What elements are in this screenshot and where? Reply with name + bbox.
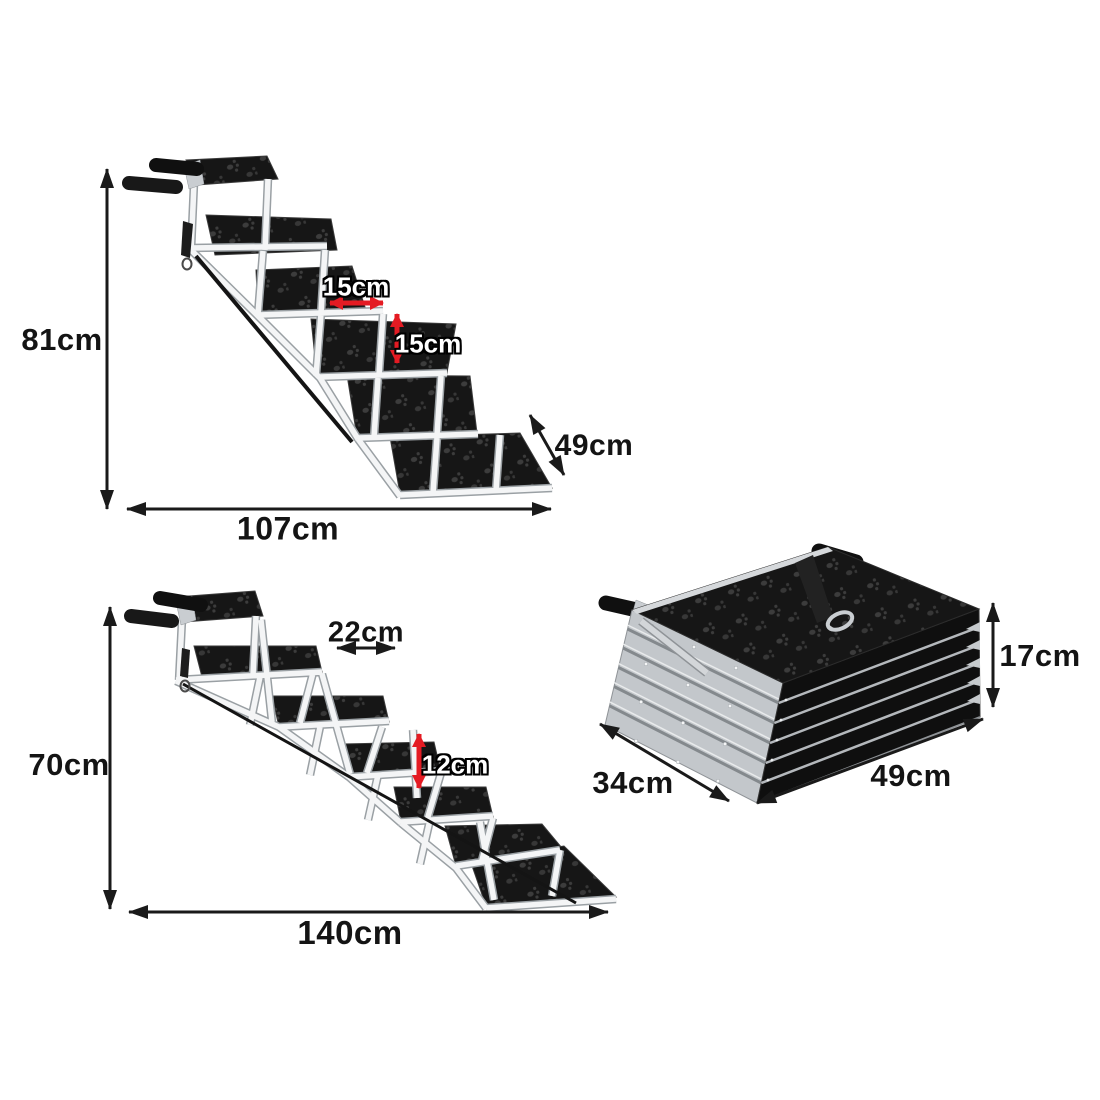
open-height-label: 81cm [21, 322, 103, 357]
open-step-width-label: 15cm [322, 271, 390, 302]
top-face-aluminium-edge [632, 547, 833, 614]
buckle-strap [795, 555, 833, 623]
folded-height-label: 17cm [999, 638, 1081, 673]
strap-ring [181, 257, 193, 271]
open-tread-width-label: 49cm [554, 429, 634, 462]
strap-ring [179, 679, 191, 693]
folded-stairs-dimension-arrows [599, 602, 1000, 805]
side-face-layer-highlights [609, 624, 780, 780]
depth-arrow-34cm [599, 722, 730, 803]
strap-clip [180, 648, 190, 678]
folded-frame-bar-top [639, 618, 709, 676]
strap-clip [181, 221, 193, 258]
open-stairs-dimension-arrows [100, 168, 566, 516]
width-arrow-49cm [756, 717, 984, 805]
open-step-height-label: 15cm [394, 328, 462, 359]
corner-brackets [966, 622, 980, 704]
safety-strap [182, 682, 577, 905]
stretched-step-width-label: 22cm [327, 616, 405, 649]
stretched-height-label: 70cm [28, 747, 110, 782]
open-length-label: 107cm [236, 510, 340, 547]
stretched-stairs-illustration [124, 590, 618, 913]
carry-handles [122, 158, 204, 194]
carry-handles [124, 591, 208, 628]
scissor-rails [186, 178, 553, 500]
folded-width-label: 49cm [870, 758, 952, 793]
safety-strap [194, 254, 354, 444]
tread-width-arrow-49cm [528, 414, 566, 476]
stretched-step-height-label: 12cm [421, 749, 489, 780]
scissor-rails [174, 615, 617, 913]
open-stairs-illustration [122, 155, 553, 500]
stretched-length-label: 140cm [297, 914, 403, 951]
carabiner-pin [827, 624, 835, 632]
front-face-rail-lines [760, 625, 981, 785]
stretched-stairs-dimension-arrows [103, 606, 609, 919]
folded-depth-label: 34cm [592, 765, 674, 800]
